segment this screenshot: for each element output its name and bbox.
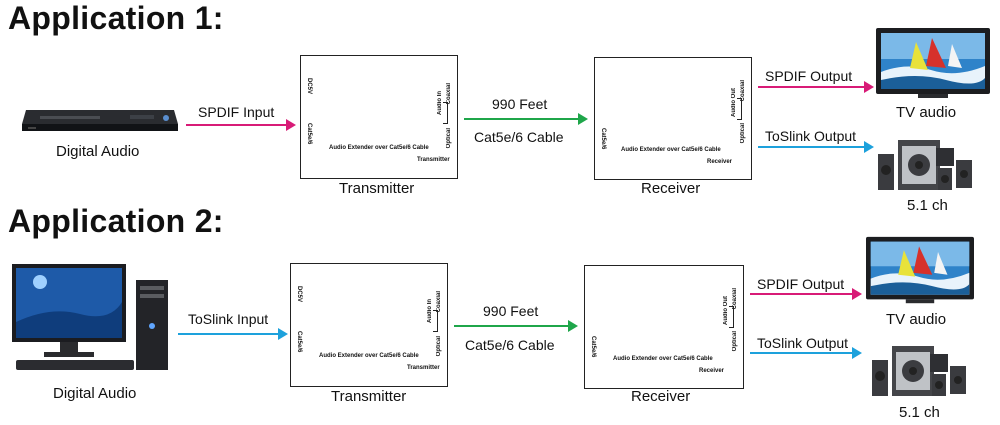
app1-receiver-caption: Receiver bbox=[641, 180, 701, 197]
app1-transmitter-box: DC5V Cat5e/6 Audio In Coaxial Optical Au… bbox=[300, 55, 458, 179]
app2-link-distance: 990 Feet bbox=[483, 303, 539, 319]
app2-tx-device-name: Audio Extender over Cat5e/6 Cable bbox=[319, 353, 419, 359]
app1-rx-device-role: Receiver bbox=[707, 159, 733, 165]
app1-title: Application 1: bbox=[8, 0, 224, 36]
app1-tx-port-cat: Cat5e/6 bbox=[306, 123, 312, 145]
app1-output1-label: SPDIF Output bbox=[765, 68, 853, 84]
app2-rx-port-cat: Cat5e/6 bbox=[590, 336, 596, 358]
app1-output2-label: ToSlink Output bbox=[765, 128, 857, 144]
app1-input-arrow bbox=[186, 119, 296, 131]
app2-output2-label: ToSlink Output bbox=[757, 335, 849, 351]
app1-rx-port-cat: Cat5e/6 bbox=[600, 128, 606, 150]
app2-link-cable: Cat5e/6 Cable bbox=[465, 337, 555, 353]
app1-source-label: Digital Audio bbox=[56, 143, 140, 160]
app1-tx-port-optical: Optical bbox=[446, 128, 452, 149]
app1-spdif-output-arrow bbox=[758, 81, 874, 93]
app2-input-arrow bbox=[178, 328, 288, 340]
app1-receiver-box: Cat5e/6 Audio Out Coaxial Optical Audio … bbox=[594, 57, 752, 180]
app2-rx-port-optical: Optical bbox=[732, 331, 738, 352]
app1-speaker-label: 5.1 ch bbox=[907, 197, 948, 214]
app1-link-cable: Cat5e/6 Cable bbox=[474, 129, 564, 145]
app1-input-label: SPDIF Input bbox=[198, 104, 275, 120]
desktop-computer-icon bbox=[12, 264, 168, 370]
app2-tx-port-cat: Cat5e/6 bbox=[296, 331, 302, 353]
app2-toslink-output-arrow bbox=[750, 347, 862, 359]
app2-transmitter-caption: Transmitter bbox=[331, 388, 407, 405]
speaker-system-icon bbox=[872, 346, 966, 396]
app1-toslink-output-arrow bbox=[758, 141, 874, 153]
app1-tx-port-power: DC5V bbox=[306, 78, 312, 95]
app2-output1-label: SPDIF Output bbox=[757, 276, 845, 292]
app2-rx-device-role: Receiver bbox=[699, 368, 725, 374]
app1-rx-device-name: Audio Extender over Cat5e/6 Cable bbox=[621, 147, 721, 153]
dvd-player-icon bbox=[22, 110, 178, 131]
tv-icon bbox=[876, 28, 990, 98]
app2-input-label: ToSlink Input bbox=[188, 311, 269, 327]
app2-spdif-output-arrow bbox=[750, 288, 862, 300]
app1-transmitter-caption: Transmitter bbox=[339, 180, 415, 197]
app2-rx-device-name: Audio Extender over Cat5e/6 Cable bbox=[613, 356, 713, 362]
tv-icon bbox=[866, 236, 974, 304]
app1-cat-arrow bbox=[464, 113, 588, 125]
app2-source-label: Digital Audio bbox=[53, 385, 137, 402]
app1-rx-port-optical: Optical bbox=[740, 123, 746, 144]
app2-receiver-box: Cat5e/6 Audio Out Coaxial Optical Audio … bbox=[584, 265, 744, 389]
app1-tv-label: TV audio bbox=[896, 104, 957, 121]
app1-tx-device-role: Transmitter bbox=[417, 157, 450, 163]
app2-receiver-caption: Receiver bbox=[631, 388, 691, 405]
app2-transmitter-box: DC5V Cat5e/6 Audio In Coaxial Optical Au… bbox=[290, 263, 448, 387]
speaker-system-icon bbox=[878, 140, 972, 190]
app2-title: Application 2: bbox=[8, 203, 224, 239]
app1-link-distance: 990 Feet bbox=[492, 96, 548, 112]
app2-tx-device-role: Transmitter bbox=[407, 365, 440, 371]
app1-tx-device-name: Audio Extender over Cat5e/6 Cable bbox=[329, 145, 429, 151]
app2-tx-port-optical: Optical bbox=[436, 336, 442, 357]
app2-tv-label: TV audio bbox=[886, 311, 947, 328]
app2-cat-arrow bbox=[454, 320, 578, 332]
app2-tx-port-power: DC5V bbox=[296, 286, 302, 303]
app2-speaker-label: 5.1 ch bbox=[899, 404, 940, 421]
